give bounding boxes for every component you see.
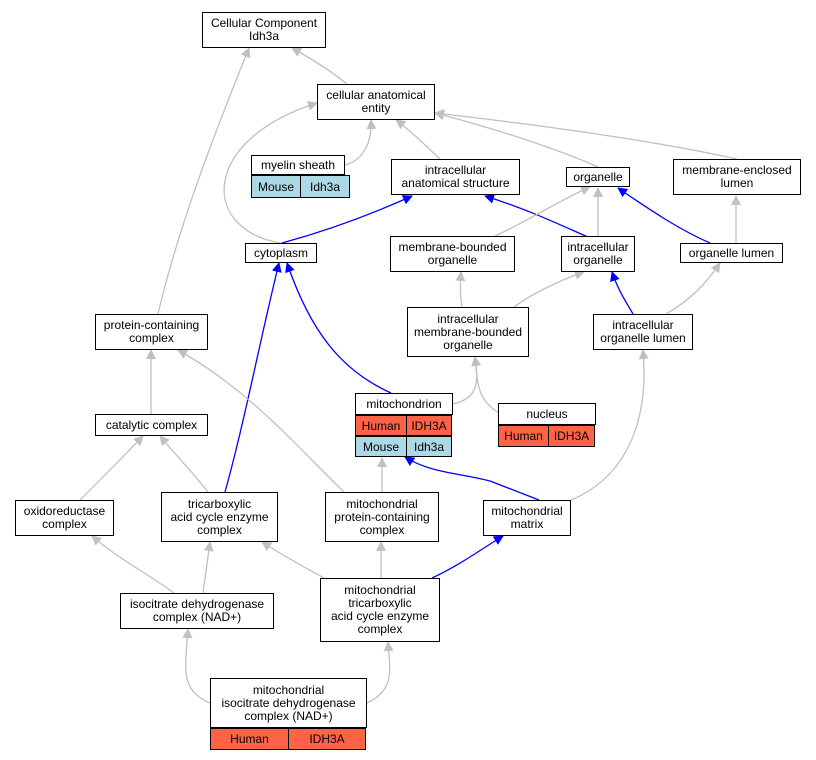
node-midhc: mitochondrial isocitrate dehydrogenase c… [210, 678, 367, 728]
is-a-edge [434, 110, 599, 168]
is-a-edge [665, 262, 721, 315]
is-a-edge [291, 47, 348, 85]
is-a-edge [344, 119, 377, 166]
gene-cell: IDH3A [548, 425, 595, 447]
node-iol: intracellular organelle lumen [593, 314, 693, 350]
part-of-edge [224, 262, 282, 493]
node-mbo: membrane-bounded organelle [390, 236, 515, 272]
node-title: nucleus [526, 406, 568, 421]
species-cell: Human [210, 728, 289, 750]
node-title: Cellular Component Idh3a [210, 16, 318, 43]
part-of-edge [281, 195, 413, 244]
node-title: organelle [573, 169, 623, 184]
node-title: intracellular organelle lumen [600, 318, 686, 345]
gene-cell: Idh3a [406, 436, 452, 457]
part-of-edge [431, 535, 504, 579]
species-cell: Mouse [355, 436, 407, 457]
is-a-edge [455, 271, 466, 308]
is-a-edge [159, 435, 209, 493]
node-title: mitochondrial protein-containing complex [334, 496, 430, 537]
node-mel: membrane-enclosed lumen [673, 159, 801, 195]
node-title: organelle lumen [688, 245, 775, 260]
is-a-edge [261, 541, 325, 579]
is-a-edge [471, 356, 502, 415]
node-title: membrane-enclosed lumen [682, 163, 792, 190]
node-title: oxidoreductase complex [23, 504, 106, 531]
node-io: intracellular organelle [561, 236, 635, 272]
node-title: mitochondrial tricarboxylic acid cycle e… [330, 583, 430, 636]
node-cytoplasm: cytoplasm [245, 243, 317, 263]
node-mtcace: mitochondrial tricarboxylic acid cycle e… [320, 578, 440, 642]
gene-cell: IDH3A [288, 728, 366, 750]
is-a-edge [570, 349, 649, 501]
is-a-edge [513, 270, 585, 308]
node-title: intracellular organelle [567, 240, 629, 267]
node-mm: mitochondrial matrix [483, 500, 571, 536]
node-title: mitochondrial isocitrate dehydrogenase c… [221, 682, 356, 723]
species-cell: Human [355, 415, 407, 436]
is-a-edge [157, 47, 251, 315]
is-a-edge [434, 109, 738, 160]
node-pcc: protein-containing complex [95, 314, 208, 350]
node-title: mitochondrial matrix [491, 504, 563, 531]
is-a-edge [177, 349, 345, 493]
is-a-edge [366, 641, 394, 704]
node-title: isocitrate dehydrogenase complex (NAD+) [129, 597, 265, 624]
node-title: protein-containing complex [103, 318, 200, 345]
species-cell: Human [498, 425, 549, 447]
node-title: myelin sheath [260, 157, 336, 172]
node-nucleus: nucleus [498, 403, 596, 425]
node-oxc: oxidoreductase complex [15, 500, 114, 536]
node-catc: catalytic complex [95, 414, 208, 436]
is-a-edge [395, 119, 441, 160]
node-title: catalytic complex [105, 417, 198, 432]
part-of-edge [617, 187, 711, 244]
node-title: mitochondrion [366, 396, 442, 411]
node-title: cytoplasm [253, 245, 309, 260]
node-mito: mitochondrion [355, 393, 453, 415]
node-cc_idh3a: Cellular Component Idh3a [202, 12, 326, 48]
part-of-edge [484, 193, 598, 242]
part-of-edge [404, 456, 540, 501]
node-idhc: isocitrate dehydrogenase complex (NAD+) [120, 593, 274, 629]
graph-edges [79, 47, 741, 704]
node-title: membrane-bounded organelle [398, 240, 507, 267]
node-organelle: organelle [566, 167, 630, 187]
part-of-edge [285, 262, 392, 394]
gene-cell: IDH3A [406, 415, 452, 436]
part-of-edge [610, 271, 634, 315]
node-title: intracellular anatomical structure [401, 163, 510, 190]
node-cae: cellular anatomical entity [317, 84, 435, 120]
node-mpcc: mitochondrial protein-containing complex [325, 492, 439, 542]
is-a-edge [182, 628, 211, 704]
node-title: tricarboxylic acid cycle enzyme complex [170, 496, 269, 537]
node-ias: intracellular anatomical structure [391, 159, 520, 195]
node-title: cellular anatomical entity [326, 88, 426, 115]
node-tcace: tricarboxylic acid cycle enzyme complex [161, 492, 278, 542]
node-imbo: intracellular membrane-bounded organelle [407, 307, 529, 357]
node-title: intracellular membrane-bounded organelle [413, 311, 523, 352]
is-a-edge [223, 100, 318, 244]
gene-cell: Idh3a [300, 175, 350, 198]
is-a-edge [202, 541, 214, 594]
node-ol: organelle lumen [680, 243, 783, 263]
species-cell: Mouse [251, 175, 301, 198]
is-a-edge [452, 356, 482, 405]
is-a-edge [91, 535, 175, 594]
is-a-edge [494, 185, 591, 237]
is-a-edge [79, 435, 144, 501]
node-myelin: myelin sheath [251, 155, 345, 175]
